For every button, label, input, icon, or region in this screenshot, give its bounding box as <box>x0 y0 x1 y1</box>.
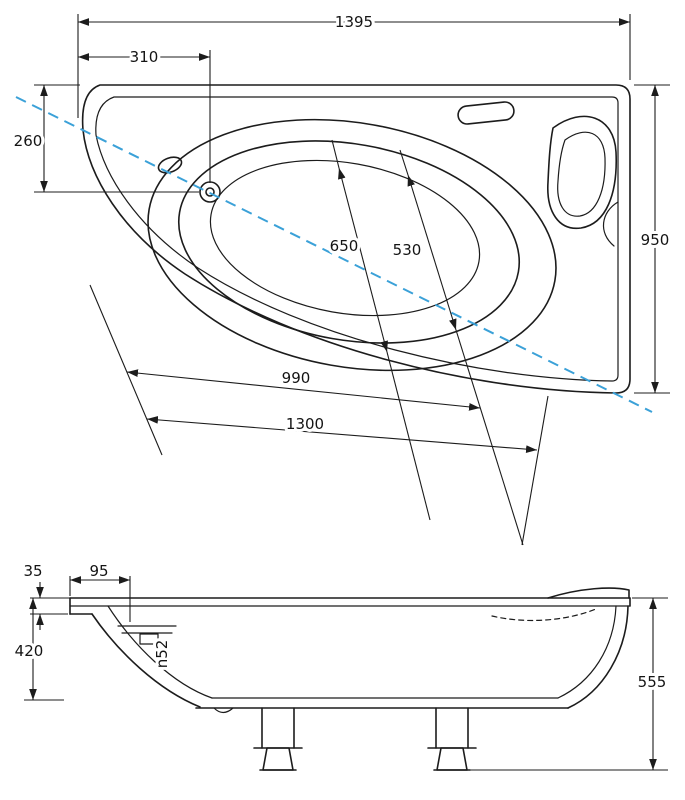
basin-rim-outer <box>147 118 557 372</box>
right-wall-inner <box>557 605 617 699</box>
overflow-hole <box>157 156 183 174</box>
section-line-530-bottom <box>455 329 524 546</box>
foot-right <box>427 707 477 771</box>
dim-label-310: 310 <box>130 48 159 66</box>
dim-label-1395: 1395 <box>335 13 373 31</box>
dim-label-420: 420 <box>15 642 44 660</box>
section-line-650-bottom <box>386 351 431 521</box>
top-view-dimensions <box>34 14 670 546</box>
headrest-outer <box>547 115 617 229</box>
drain-bump <box>213 707 234 714</box>
grip-slot <box>457 101 515 125</box>
dim-line-1300 <box>146 416 538 453</box>
dim-label-650: 650 <box>330 237 359 255</box>
side-view-dimensions <box>24 576 668 771</box>
foot-left <box>253 707 303 771</box>
dim-label-95: 95 <box>89 562 108 580</box>
dim-label-530: 530 <box>393 241 422 259</box>
top-view-bath <box>81 84 631 394</box>
headrest-hidden-edge <box>491 608 597 622</box>
basin-bottom <box>209 159 481 317</box>
extension-line <box>521 395 549 546</box>
left-wall-inner <box>107 605 213 699</box>
dim-label-n52: n52 <box>153 640 171 669</box>
section-line-650-top <box>331 139 340 169</box>
basin-rim-inner <box>177 140 521 344</box>
headrest-hump <box>547 587 630 599</box>
dim-label-260: 260 <box>14 132 43 150</box>
dim-line-990 <box>126 369 481 411</box>
side-wall-recess <box>603 201 619 247</box>
dim-label-950: 950 <box>641 231 670 249</box>
center-axis-line <box>15 96 653 413</box>
left-wall-outer <box>91 613 201 708</box>
dim-line-530 <box>407 174 457 331</box>
drain-fitting <box>139 633 159 645</box>
section-line-530-top <box>399 149 409 176</box>
extension-line <box>89 284 163 456</box>
dim-label-35: 35 <box>23 562 42 580</box>
side-view-bath <box>69 587 631 771</box>
faucet-hole-center <box>205 187 215 197</box>
dim-label-1300: 1300 <box>286 415 324 433</box>
dim-label-555: 555 <box>638 673 667 691</box>
dim-label-990: 990 <box>282 369 311 387</box>
dim-line-650 <box>338 167 388 353</box>
right-wall-outer <box>567 605 629 709</box>
headrest-inner <box>557 131 606 217</box>
dimension-labels: 1395 310 260 950 650 530 990 1300 35 95 … <box>11 10 673 694</box>
